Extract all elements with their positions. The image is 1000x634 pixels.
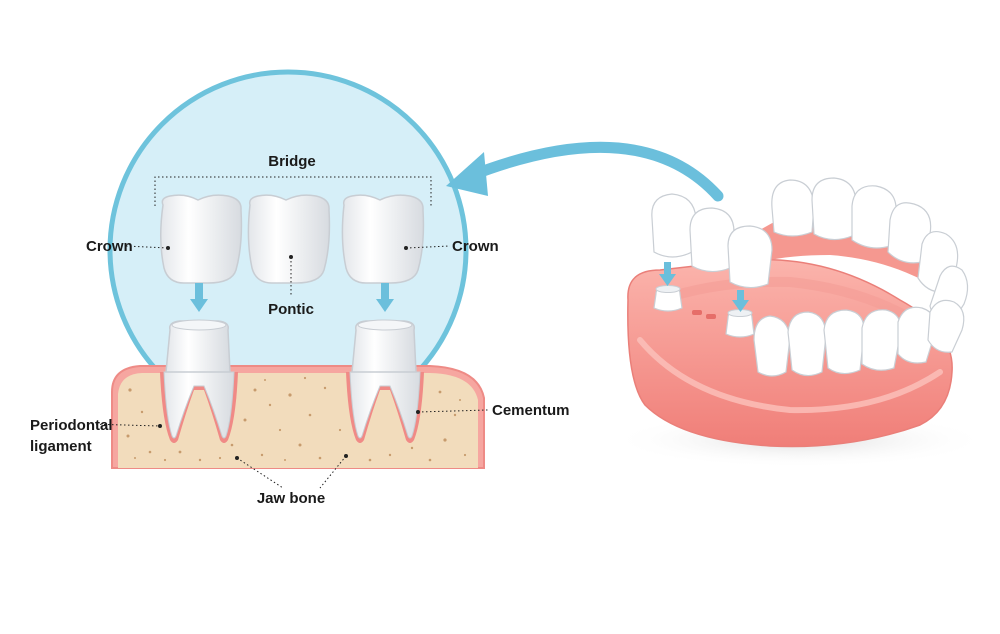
arrow-down-right-icon bbox=[376, 283, 394, 312]
model-bridge bbox=[651, 193, 773, 289]
model-abutment-left bbox=[653, 285, 683, 312]
magnified-view: Bridge Crown Crown Pontic Cementum Perio… bbox=[30, 69, 570, 507]
model-abutment-right bbox=[725, 309, 755, 338]
gap-socket bbox=[692, 310, 716, 319]
label-periodontal: Periodontal bbox=[30, 417, 113, 434]
label-jaw-bone: Jaw bone bbox=[257, 490, 325, 507]
model-arrow-right-icon bbox=[732, 290, 749, 312]
label-pontic: Pontic bbox=[268, 301, 314, 318]
label-crown-right: Crown bbox=[452, 238, 499, 255]
bone-speckles bbox=[126, 376, 467, 462]
pontic-tooth bbox=[247, 194, 331, 284]
crown-right bbox=[341, 194, 425, 284]
arrow-down-left-icon bbox=[190, 283, 208, 312]
model-arrow-left-icon bbox=[659, 262, 676, 286]
curved-arrow-icon bbox=[446, 141, 724, 202]
crown-left bbox=[160, 194, 243, 284]
teeth-front-row bbox=[753, 299, 965, 377]
abutment-left bbox=[160, 319, 238, 443]
abutment-right bbox=[346, 319, 424, 443]
label-crown-left: Crown bbox=[86, 238, 133, 255]
label-ligament: ligament bbox=[30, 438, 92, 455]
jaw-cross-section bbox=[111, 319, 485, 469]
label-bridge: Bridge bbox=[268, 153, 316, 170]
leader-lines bbox=[87, 245, 489, 489]
label-cementum: Cementum bbox=[492, 402, 570, 419]
lower-jaw-model-icon bbox=[610, 177, 990, 468]
